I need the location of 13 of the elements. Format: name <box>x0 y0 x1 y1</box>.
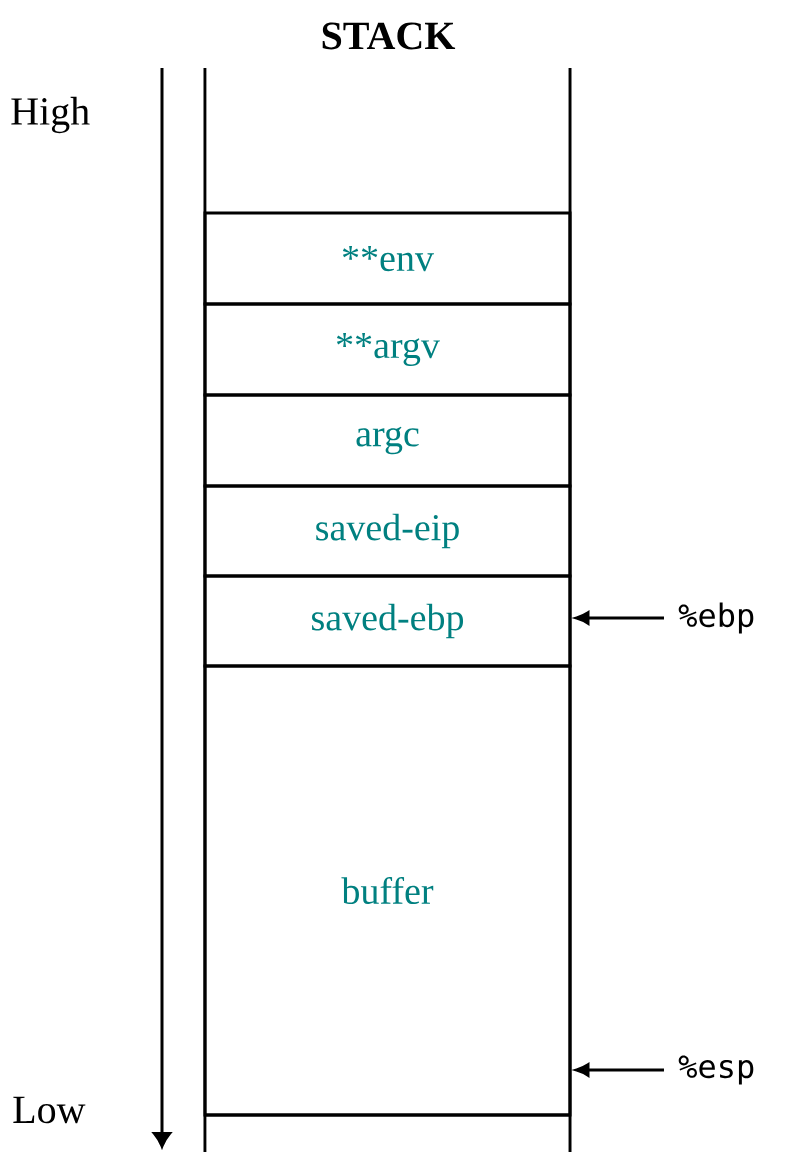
register-label: %esp <box>678 1055 754 1085</box>
title: STACK <box>322 22 456 50</box>
stack-cell: **env <box>203 211 572 306</box>
axis-label: Low <box>13 1096 86 1124</box>
stack-cell: saved-eip <box>203 484 572 578</box>
pointer-arrow <box>575 611 664 625</box>
stack-cell: saved-ebp <box>203 574 572 668</box>
stack-cell: argc <box>203 393 572 488</box>
pointer-arrow <box>575 1063 664 1077</box>
stack-cell: **argv <box>203 302 572 397</box>
axis-label: High <box>11 96 90 134</box>
register-label: %ebp <box>678 602 754 634</box>
stack-cell: buffer <box>203 664 572 1117</box>
